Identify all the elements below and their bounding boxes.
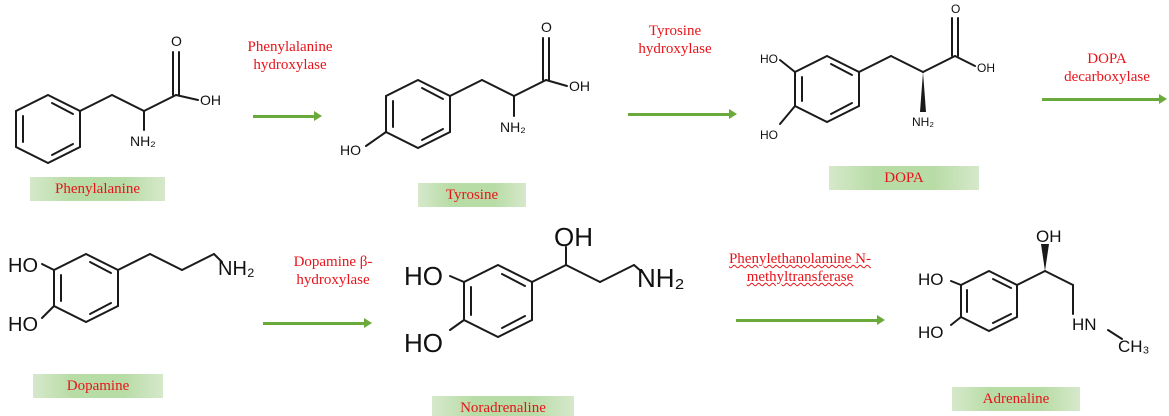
hydroxyl-label-bottom: HO <box>760 128 778 142</box>
reaction-arrow-5 <box>736 315 885 325</box>
stereo-wedge <box>920 72 926 112</box>
hydroxyl-label: OH <box>1036 227 1062 246</box>
tyrosine-hydroxylase-label: Tyrosine hydroxylase <box>638 23 712 57</box>
oxygen-label: O <box>951 2 960 16</box>
amine-label: NH₂ <box>500 119 526 135</box>
hydroxyl-label-top: HO <box>404 261 443 291</box>
catechol-ring <box>41 252 223 324</box>
dopa-decarboxylase-label: DOPA decarboxylase <box>1064 51 1150 85</box>
phenylalanine-label: Phenylalanine <box>30 177 165 201</box>
hydroxyl-label: OH <box>569 78 590 94</box>
reaction-arrow-4 <box>263 318 372 328</box>
catechol-ring <box>779 17 976 125</box>
hydroxyl-label: OH <box>200 92 221 108</box>
amine-label: NH₂ <box>912 115 934 129</box>
catechol-ring <box>449 246 643 339</box>
reaction-arrow-1 <box>253 111 322 121</box>
oxygen-label: O <box>541 19 552 35</box>
hydroxyl-label-top: HO <box>760 52 778 66</box>
phenol-hydroxyl-label: HO <box>340 142 361 158</box>
dopa-structure: O OH NH₂ HO HO <box>760 2 995 142</box>
pnmt-label: Phenylethanolamine N- methyltransferase <box>728 251 872 285</box>
dopa-label: DOPA <box>829 166 979 190</box>
amine-label: NH₂ <box>637 263 685 293</box>
dopamine-structure: HO HO NH₂ <box>8 252 255 336</box>
hydroxyl-label-top: HO <box>918 270 944 289</box>
amine-label: NH₂ <box>130 133 156 149</box>
methylamine-nh-label: HN <box>1072 315 1097 334</box>
hydroxyl-label-bottom: HO <box>8 314 38 336</box>
adrenaline-label: Adrenaline <box>952 387 1080 411</box>
tyrosine-structure: O OH NH₂ HO <box>340 19 590 158</box>
hydroxyl-label: OH <box>977 61 995 75</box>
dopamine-label: Dopamine <box>33 374 163 398</box>
benzene-ring <box>15 51 199 165</box>
hydroxyl-label-bottom: HO <box>918 323 944 342</box>
catechol-ring <box>950 269 1123 340</box>
oxygen-label: O <box>171 33 182 49</box>
noradrenaline-structure: OH NH₂ HO HO <box>404 222 685 358</box>
reaction-arrow-2 <box>628 109 737 119</box>
hydroxyl-label: OH <box>554 222 593 252</box>
adrenaline-structure: OH HN CH₃ HO HO <box>918 227 1149 356</box>
stereo-wedge <box>1041 244 1049 271</box>
noradrenaline-label: Noradrenaline <box>432 396 574 416</box>
amine-label: NH₂ <box>218 258 255 280</box>
hydroxyl-label-top: HO <box>8 255 38 277</box>
phenol-ring <box>365 37 568 150</box>
hydroxyl-label-bottom: HO <box>404 328 443 358</box>
reaction-arrow-3 <box>1042 94 1167 104</box>
phenylalanine-structure: O OH NH₂ <box>15 33 221 165</box>
tyrosine-label: Tyrosine <box>418 183 526 207</box>
dopamine-beta-hydroxylase-label: Dopamine β- hydroxylase <box>293 254 373 288</box>
methyl-label: CH₃ <box>1118 337 1149 356</box>
phenylalanine-hydroxylase-label: Phenylalanine hydroxylase <box>247 39 333 73</box>
